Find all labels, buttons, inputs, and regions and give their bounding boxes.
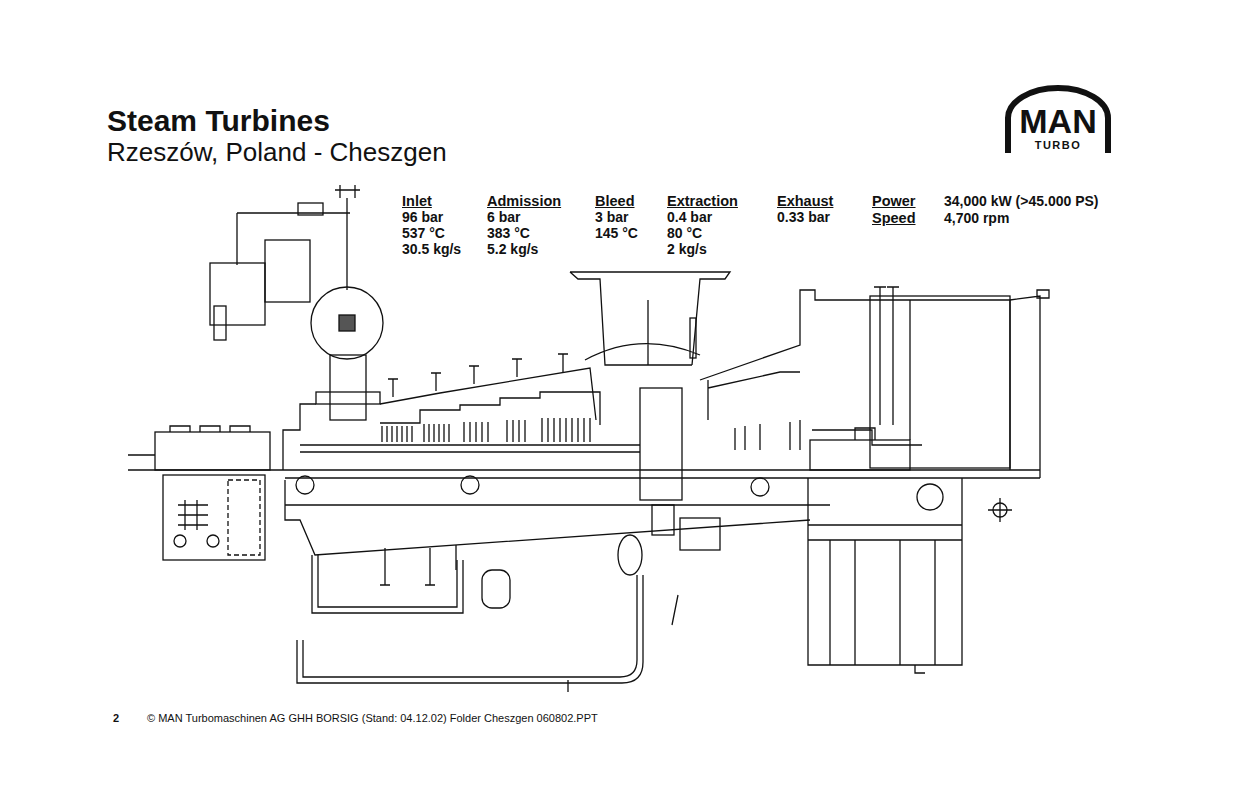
bearing-housing <box>155 432 270 470</box>
logo-subtitle: TURBO <box>1019 138 1097 152</box>
drain-pipe <box>312 555 463 613</box>
table-value: 2 kg/s <box>667 241 707 257</box>
inner-casing <box>380 392 600 425</box>
table-value: 5.2 kg/s <box>487 241 538 257</box>
table-header: Bleed <box>595 193 635 210</box>
footer-caption: © MAN Turbomaschinen AG GHH BORSIG (Stan… <box>147 712 598 725</box>
table-header: Admission <box>487 193 561 210</box>
pedestal-door <box>228 480 260 555</box>
valve-neck <box>330 355 366 420</box>
valve-linkage <box>237 185 360 290</box>
gland-block <box>640 388 682 500</box>
gauge-symbol <box>207 535 219 547</box>
bolt-hole <box>296 476 314 494</box>
bolt-hole <box>461 476 479 494</box>
lp-blades <box>735 420 922 450</box>
subtitle: Rzeszów, Poland - Cheszgen <box>107 138 447 168</box>
lower-casing <box>285 480 830 555</box>
table-value: 0.33 bar <box>777 209 830 225</box>
bearing-cap <box>855 428 875 440</box>
servo-cylinder <box>210 263 265 325</box>
table-value: 4,700 rpm <box>944 210 1009 226</box>
table-header: Power <box>872 193 916 210</box>
center-mark <box>988 498 1012 522</box>
bolt-hole <box>751 478 769 496</box>
terminal-block <box>178 500 208 530</box>
rear-bearing <box>810 440 910 470</box>
servo-stem <box>214 306 226 340</box>
gauge-symbol <box>174 535 186 547</box>
table-value: 145 °C <box>595 225 638 241</box>
casing-bolts <box>388 354 568 397</box>
table-header: Extraction <box>667 193 738 210</box>
page-number: 2 <box>113 712 119 725</box>
table-header: Speed <box>872 210 916 227</box>
exhaust-casing <box>870 296 1010 468</box>
table-value: 537 °C <box>402 225 445 241</box>
valve-chest <box>311 287 383 359</box>
valve-plug <box>339 315 355 331</box>
bolt-hole <box>917 484 943 510</box>
blade-rows <box>382 418 590 442</box>
exhaust-hood <box>808 478 962 665</box>
sight-glass <box>690 318 696 358</box>
logo-wordmark: MAN <box>1019 104 1097 138</box>
drain-pot <box>482 570 510 608</box>
table-header: Exhaust <box>777 193 833 210</box>
table-value: 34,000 kW (>45.000 PS) <box>944 193 1099 209</box>
lp-casing <box>700 290 1010 470</box>
valve-flange <box>316 392 380 404</box>
table-value: 3 bar <box>595 209 628 225</box>
bearing-pedestal <box>163 475 265 560</box>
exhaust-rods <box>874 287 910 440</box>
drain-pipe <box>297 575 643 683</box>
table-value: 0.4 bar <box>667 209 712 225</box>
drain-valves <box>380 545 925 692</box>
turbine-casing <box>283 368 596 470</box>
linkage-pivot <box>298 203 323 215</box>
table-value: 30.5 kg/s <box>402 241 461 257</box>
actuator-housing <box>265 240 310 302</box>
page-title: Steam Turbines <box>107 104 330 139</box>
logo-arch <box>1008 88 1108 153</box>
steam-trap <box>618 535 642 575</box>
rotor <box>300 445 640 452</box>
logo-badge: MANTURBO <box>1003 84 1113 157</box>
table-header: Inlet <box>402 193 432 210</box>
bleed-nozzle <box>570 272 730 365</box>
table-value: 96 bar <box>402 209 443 225</box>
exhaust-flange <box>1010 290 1049 478</box>
bearing-cap <box>170 426 250 432</box>
table-value: 383 °C <box>487 225 530 241</box>
actuator-box <box>680 518 720 550</box>
table-value: 80 °C <box>667 225 702 241</box>
table-value: 6 bar <box>487 209 520 225</box>
